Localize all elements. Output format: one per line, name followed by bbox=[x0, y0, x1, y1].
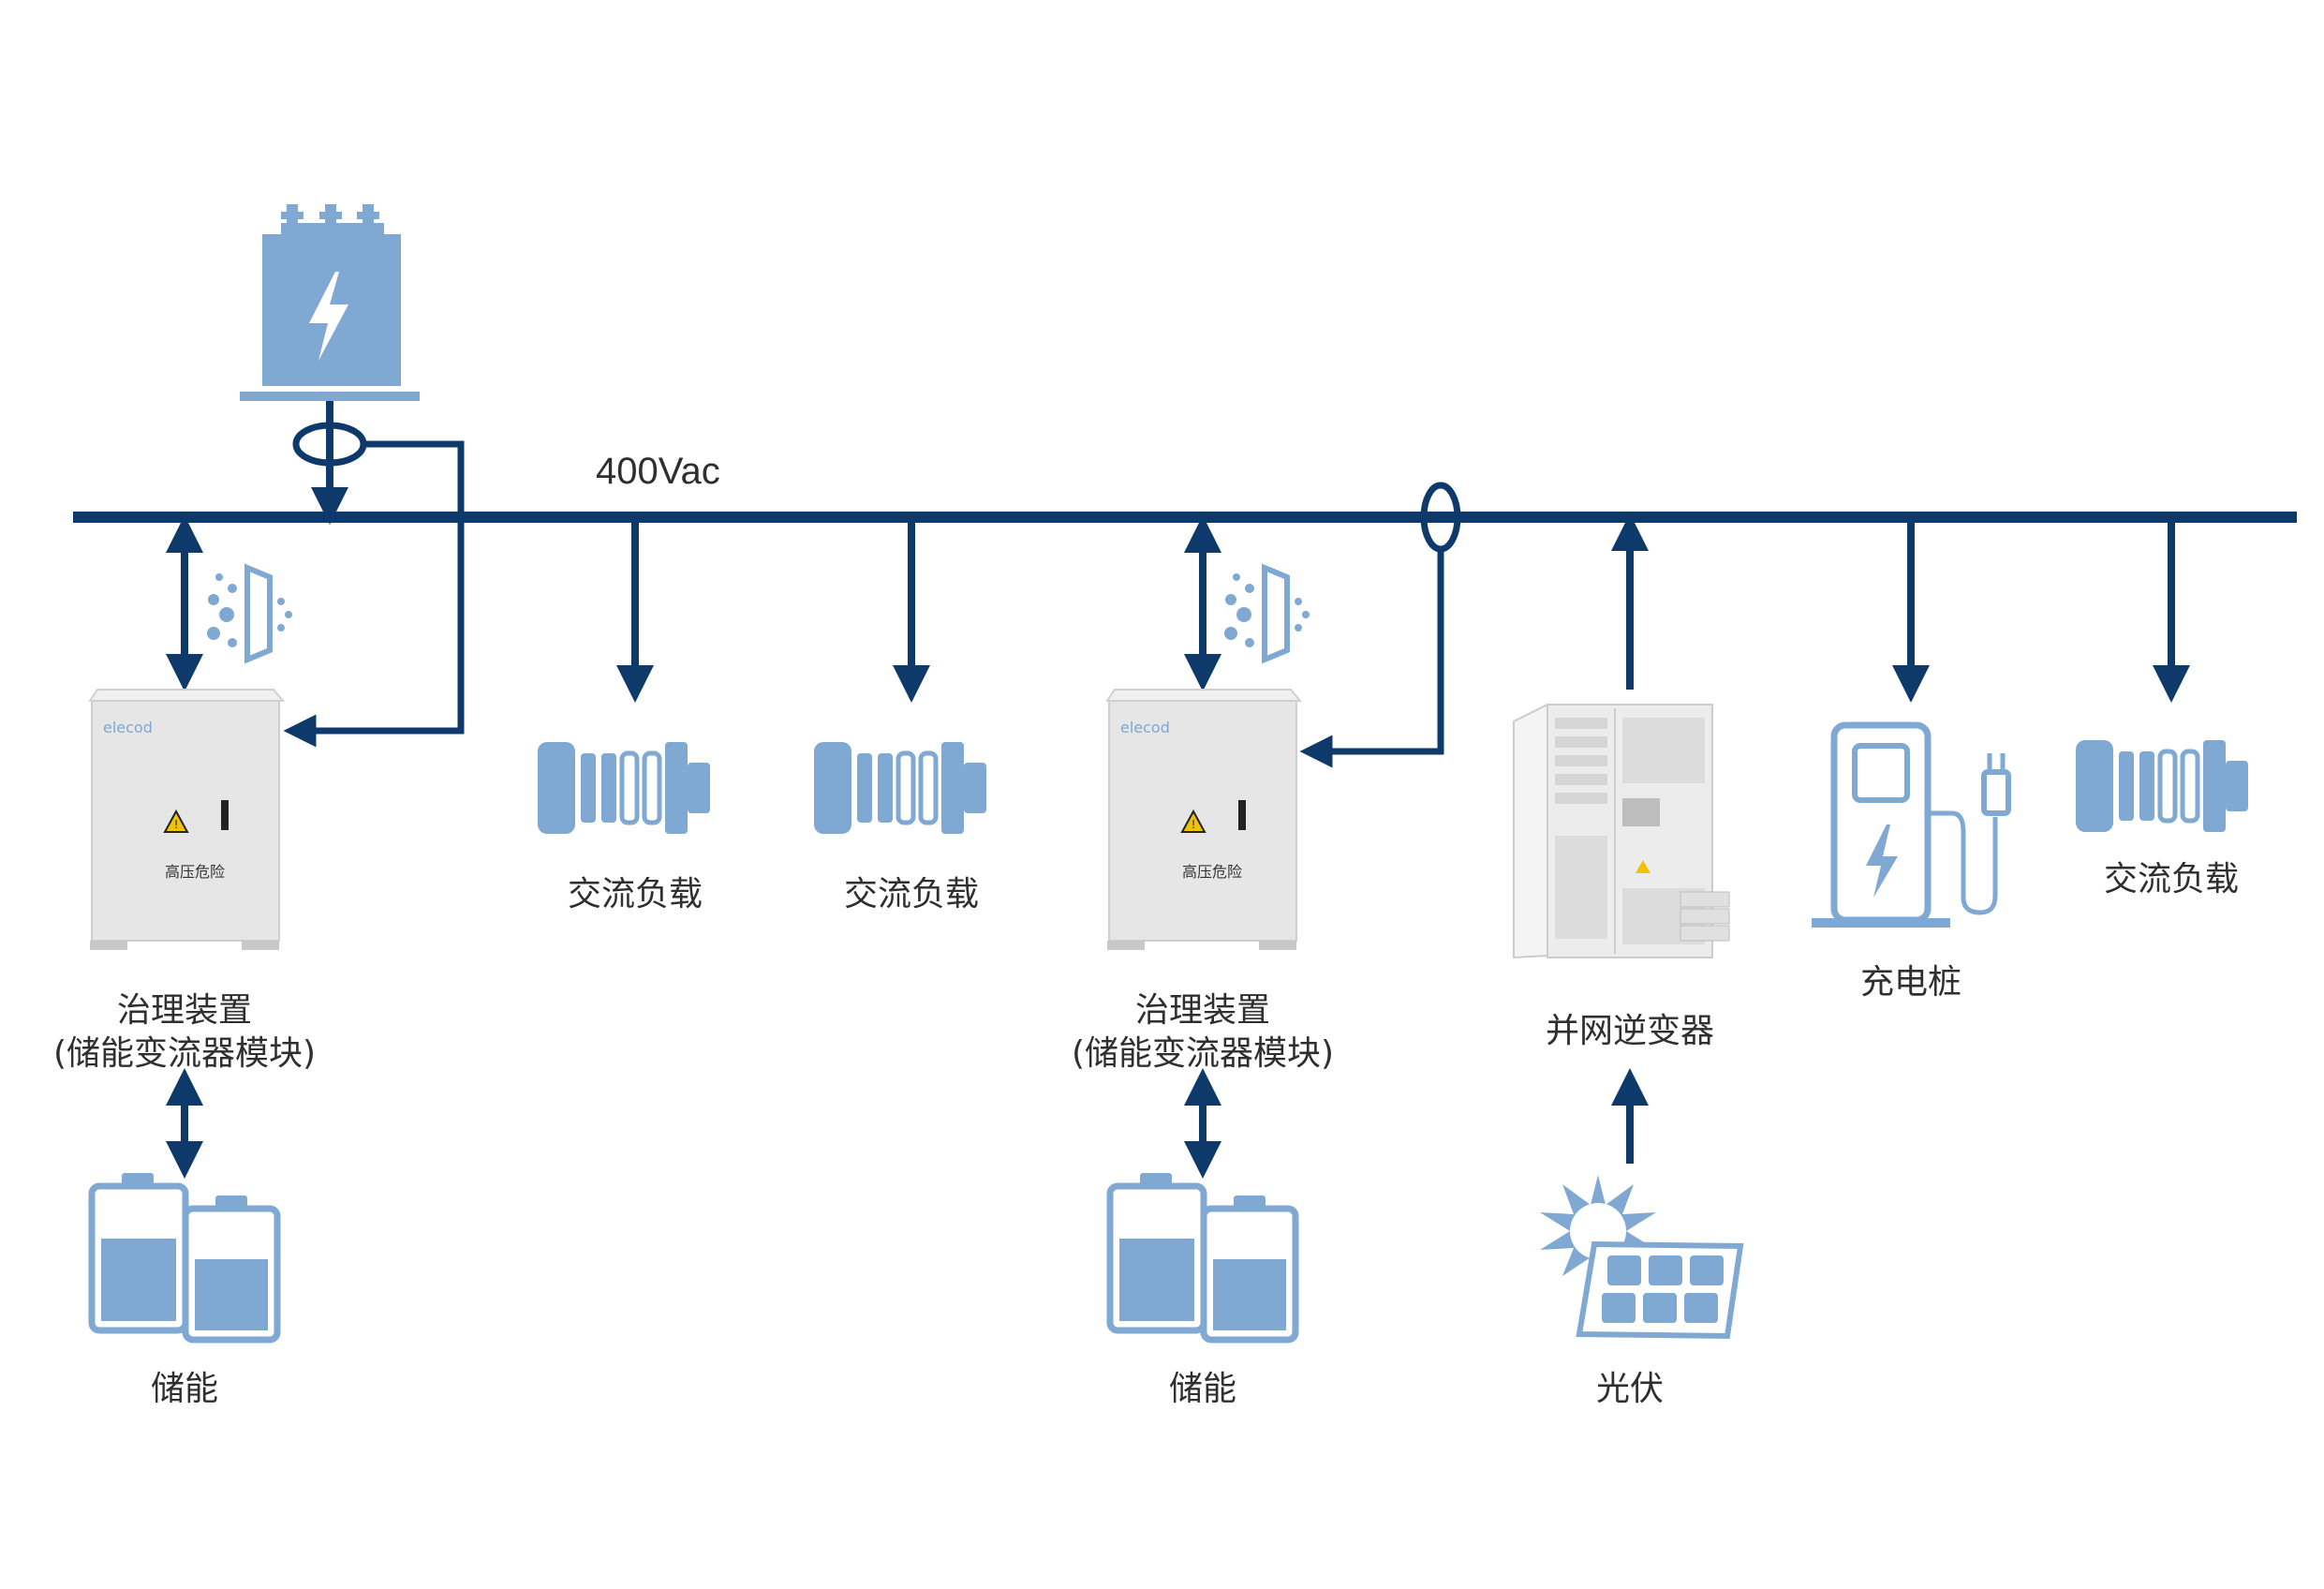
bus-voltage-label: 400Vac bbox=[596, 451, 720, 492]
solar-panel-icon bbox=[1540, 1175, 1744, 1340]
svg-text:!: ! bbox=[174, 818, 179, 831]
ac-load-icon bbox=[2076, 740, 2248, 832]
cabinet-brand-label: elecod bbox=[1120, 719, 1170, 736]
load2-label: 交流负载 bbox=[844, 875, 979, 913]
ac-load-icon bbox=[538, 742, 710, 834]
device2-label-line1: 治理装置 bbox=[1135, 991, 1270, 1030]
cabinet-brand-label: elecod bbox=[103, 719, 153, 736]
svg-text:!: ! bbox=[1192, 818, 1196, 831]
charger-icon bbox=[1812, 721, 2011, 928]
device2-label-line2: (储能变流器模块) bbox=[1072, 1034, 1334, 1073]
device1-label-line1: 治理装置 bbox=[117, 991, 252, 1030]
load1-label: 交流负载 bbox=[568, 875, 703, 913]
battery-icon bbox=[88, 1173, 281, 1344]
cabinet-warning-label: 高压危险 bbox=[1182, 863, 1242, 881]
inverter-label: 并网逆变器 bbox=[1546, 1012, 1714, 1050]
cabinet-icon: ! 高压危险 elecod bbox=[88, 689, 286, 950]
pv-label: 光伏 bbox=[1596, 1370, 1664, 1408]
charger-label: 充电桩 bbox=[1860, 963, 1961, 1002]
cabinet-icon: ! 高压危险 elecod bbox=[1105, 689, 1303, 950]
storage1-label: 储能 bbox=[151, 1370, 218, 1408]
device1-label-line2: (储能变流器模块) bbox=[53, 1034, 316, 1073]
inverter-cabinet-icon bbox=[1513, 703, 1730, 959]
ac-load-icon bbox=[814, 742, 986, 834]
transformer-icon bbox=[240, 204, 420, 401]
filter-icon bbox=[1224, 563, 1310, 664]
cabinet-warning-label: 高压危险 bbox=[165, 863, 225, 881]
load3-label: 交流负载 bbox=[2104, 860, 2239, 898]
storage2-label: 储能 bbox=[1169, 1370, 1236, 1408]
filter-icon bbox=[207, 563, 292, 664]
battery-icon bbox=[1106, 1173, 1299, 1344]
